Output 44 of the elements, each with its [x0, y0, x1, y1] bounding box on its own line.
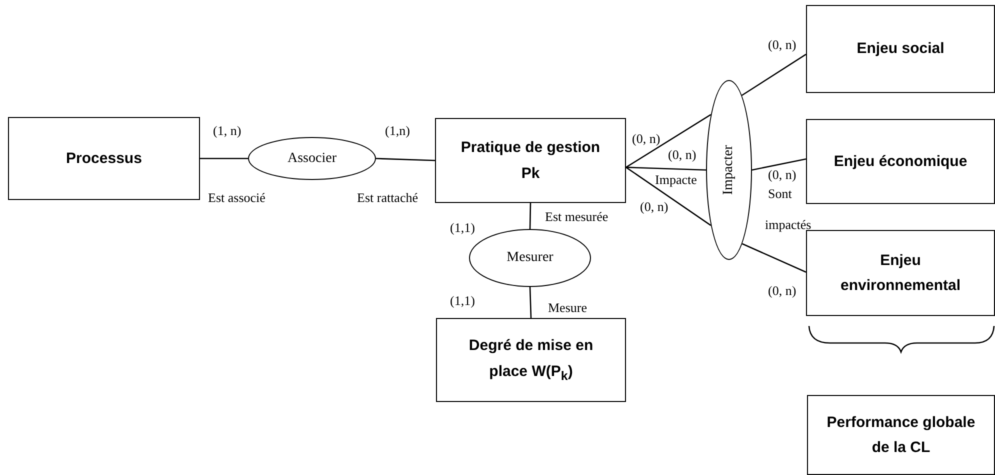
connector-line — [200, 158, 248, 160]
entity-box — [807, 395, 995, 475]
connector-line — [529, 202, 532, 230]
cardinality: (0, n) — [768, 284, 796, 297]
entity-name: Performance globale de la CL — [826, 412, 976, 458]
entity-box — [435, 118, 626, 203]
role-label: Mesure — [548, 301, 587, 314]
connector-line — [626, 166, 706, 171]
entity-name: Enjeu économique — [834, 152, 968, 172]
relationship-name: Mesurer — [506, 250, 554, 266]
connector-line — [376, 158, 436, 162]
cardinality: (0, n) — [668, 148, 696, 161]
entity-box — [8, 117, 200, 200]
entity-box — [806, 119, 995, 204]
entity-box — [806, 5, 995, 93]
role-label: Est associé — [208, 191, 266, 204]
cardinality: (0, n) — [640, 200, 668, 213]
entity-name: Processus — [66, 148, 142, 169]
role-label: Est rattaché — [357, 191, 418, 204]
entity-box — [436, 318, 626, 402]
connector-line — [626, 114, 712, 168]
entity-name: Enjeu environnemental — [839, 250, 962, 296]
cardinality: (0, n) — [768, 168, 796, 181]
cardinality: (1,1) — [450, 294, 475, 307]
entity-name: Degré de mise en place W(P$_{k}$) — [468, 336, 594, 385]
role-label: impactés — [765, 218, 812, 231]
cardinality: (1, n) — [213, 124, 242, 137]
cardinality: (1,n) — [385, 124, 410, 137]
role-label: Est mesurée — [545, 210, 608, 223]
entity-name: Enjeu social — [856, 39, 944, 60]
cardinality: (0, n) — [632, 132, 660, 145]
relationship-name: Impacter — [721, 145, 737, 195]
cardinality: (1,1) — [450, 221, 475, 234]
connector-line — [626, 166, 712, 226]
connector-line — [752, 158, 806, 171]
entity-box — [806, 230, 995, 316]
role-label: Sont — [768, 187, 792, 200]
connector-line — [742, 243, 806, 273]
entity-name: Pratique de gestion Pk — [460, 138, 602, 184]
relationship-name: Associer — [288, 150, 336, 166]
cardinality: (0, n) — [768, 38, 796, 51]
connector-line — [742, 54, 806, 96]
connector-line — [529, 286, 532, 318]
role-label: Impacte — [655, 173, 697, 186]
